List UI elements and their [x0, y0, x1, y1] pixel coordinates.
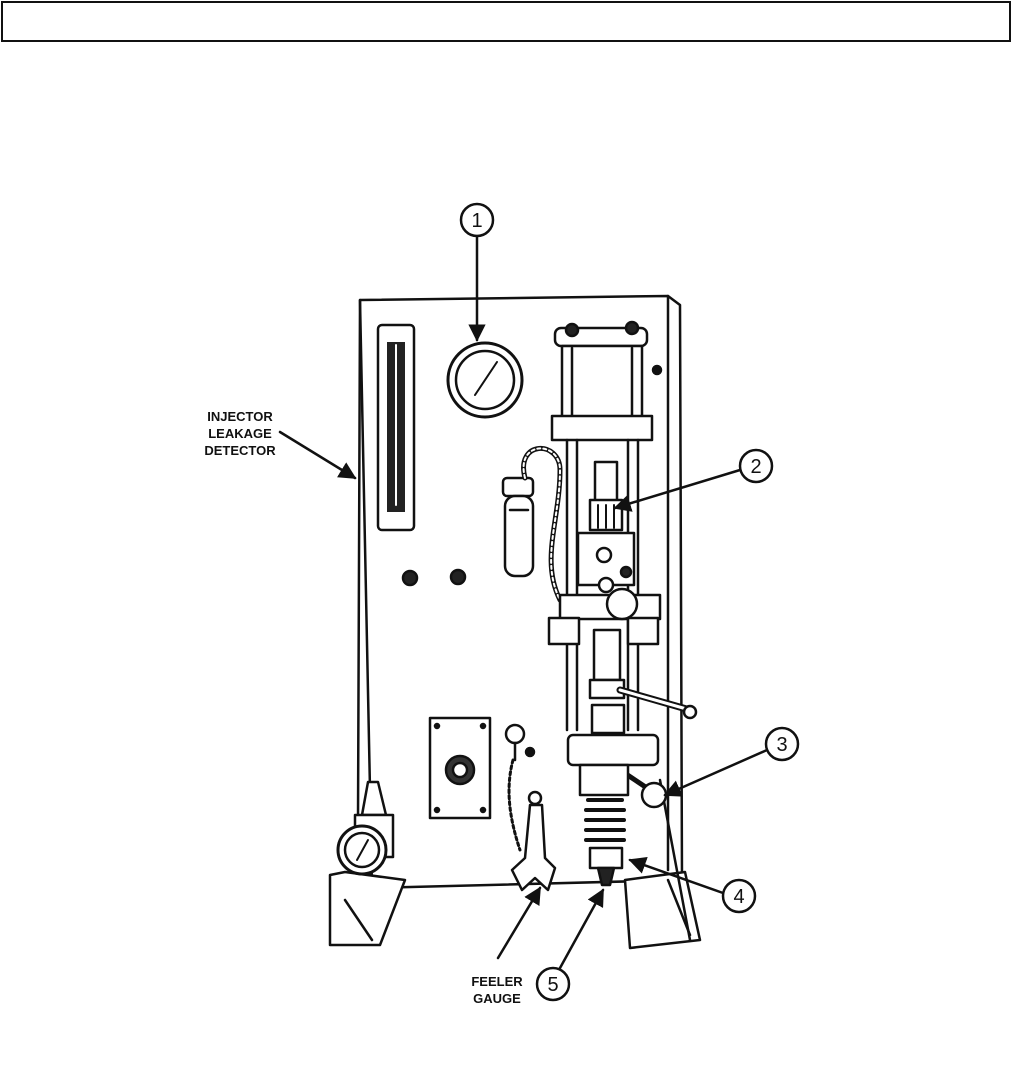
access-panel: [430, 718, 490, 818]
callout-2-number: 2: [750, 456, 761, 478]
label-feeler: FEELER: [471, 974, 523, 989]
leader-detector: [280, 432, 355, 478]
callout-5-number: 5: [547, 974, 558, 996]
label-detector: DETECTOR: [204, 443, 276, 458]
pressure-gauge: [448, 343, 522, 417]
flow-meter-tube: [378, 325, 414, 530]
label-leakage: LEAKAGE: [208, 426, 272, 441]
label-injector: INJECTOR: [207, 409, 273, 424]
callout-1-number: 1: [471, 210, 482, 232]
leader-5: [560, 890, 603, 968]
callout-4-number: 4: [733, 886, 744, 908]
control-knob-left: [403, 571, 417, 585]
control-knob-right: [451, 570, 465, 584]
label-gauge: GAUGE: [473, 991, 521, 1006]
leader-feeler: [498, 888, 540, 958]
callout-3-number: 3: [776, 734, 787, 756]
